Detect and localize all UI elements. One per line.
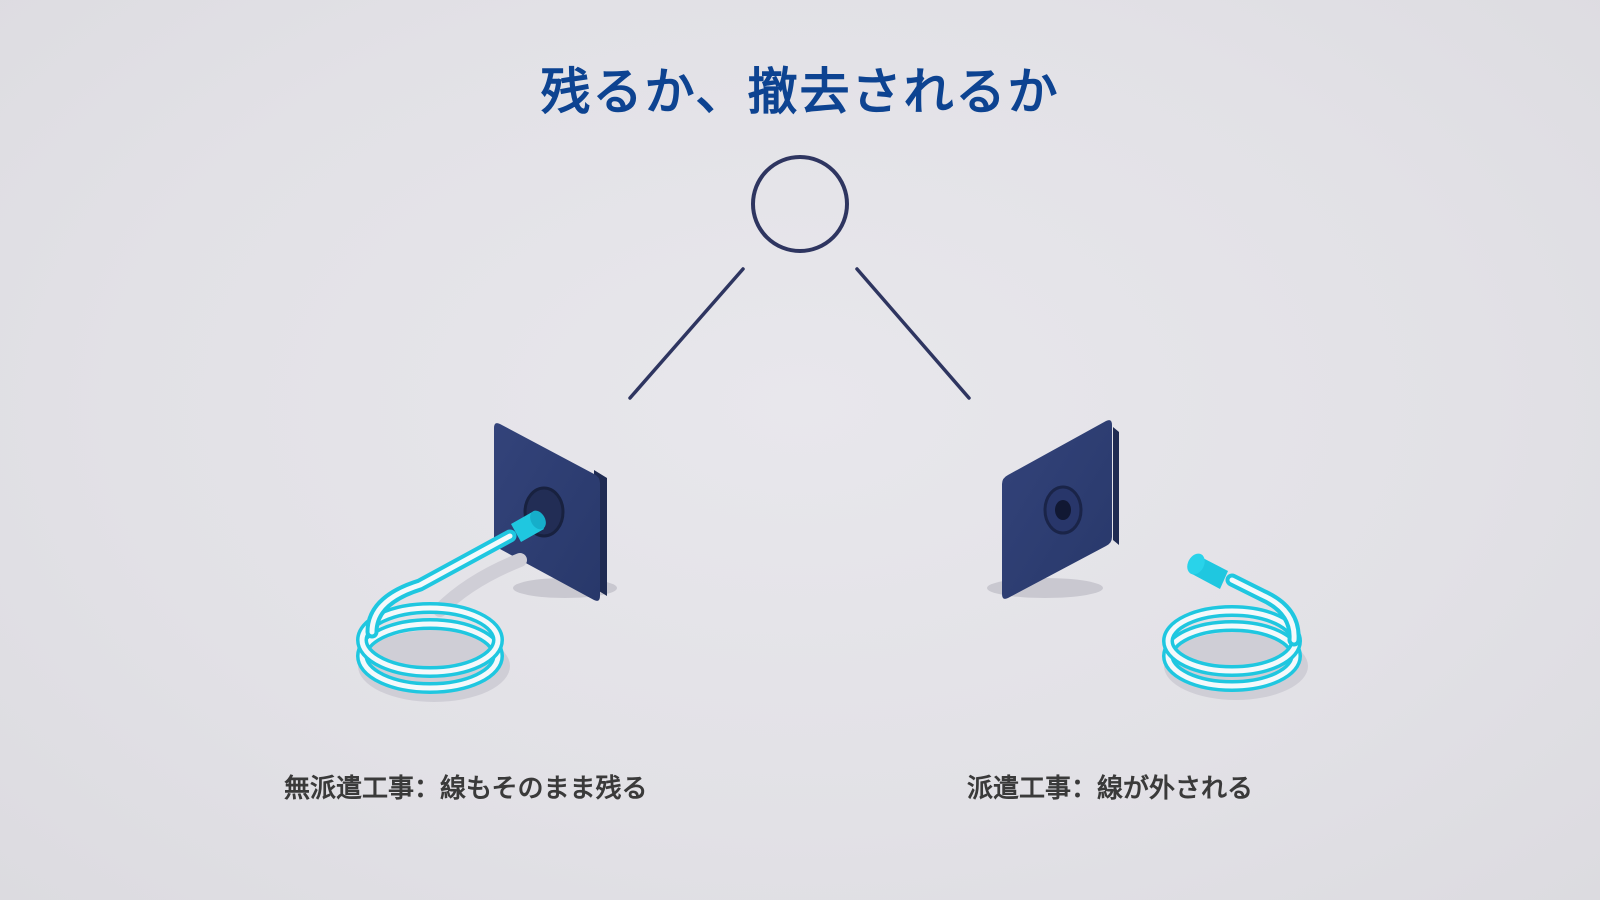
right-plug-tip bbox=[1187, 553, 1205, 575]
right-outlet-detached-illustration bbox=[987, 420, 1308, 700]
right-caption: 派遣工事：線が外される bbox=[967, 774, 1254, 804]
left-plug-tip bbox=[530, 510, 546, 530]
branch-line-right bbox=[855, 267, 971, 400]
right-outlet-socket-hole bbox=[1055, 500, 1071, 520]
left-cable-highlight bbox=[369, 533, 513, 635]
root-node-circle bbox=[751, 155, 849, 253]
left-coil-ring-bottom-highlight bbox=[359, 621, 501, 691]
right-cable-highlight bbox=[1229, 577, 1297, 643]
right-outlet-plate-side bbox=[1113, 427, 1119, 545]
diagram-title: 残るか、撤去されるか bbox=[540, 63, 1060, 121]
left-caption: 無派遣工事：線もそのまま残る bbox=[284, 774, 648, 804]
branch-line-left bbox=[628, 267, 745, 400]
left-outlet-with-cable-illustration bbox=[356, 423, 617, 702]
left-coil-ring-top-highlight bbox=[359, 605, 501, 675]
